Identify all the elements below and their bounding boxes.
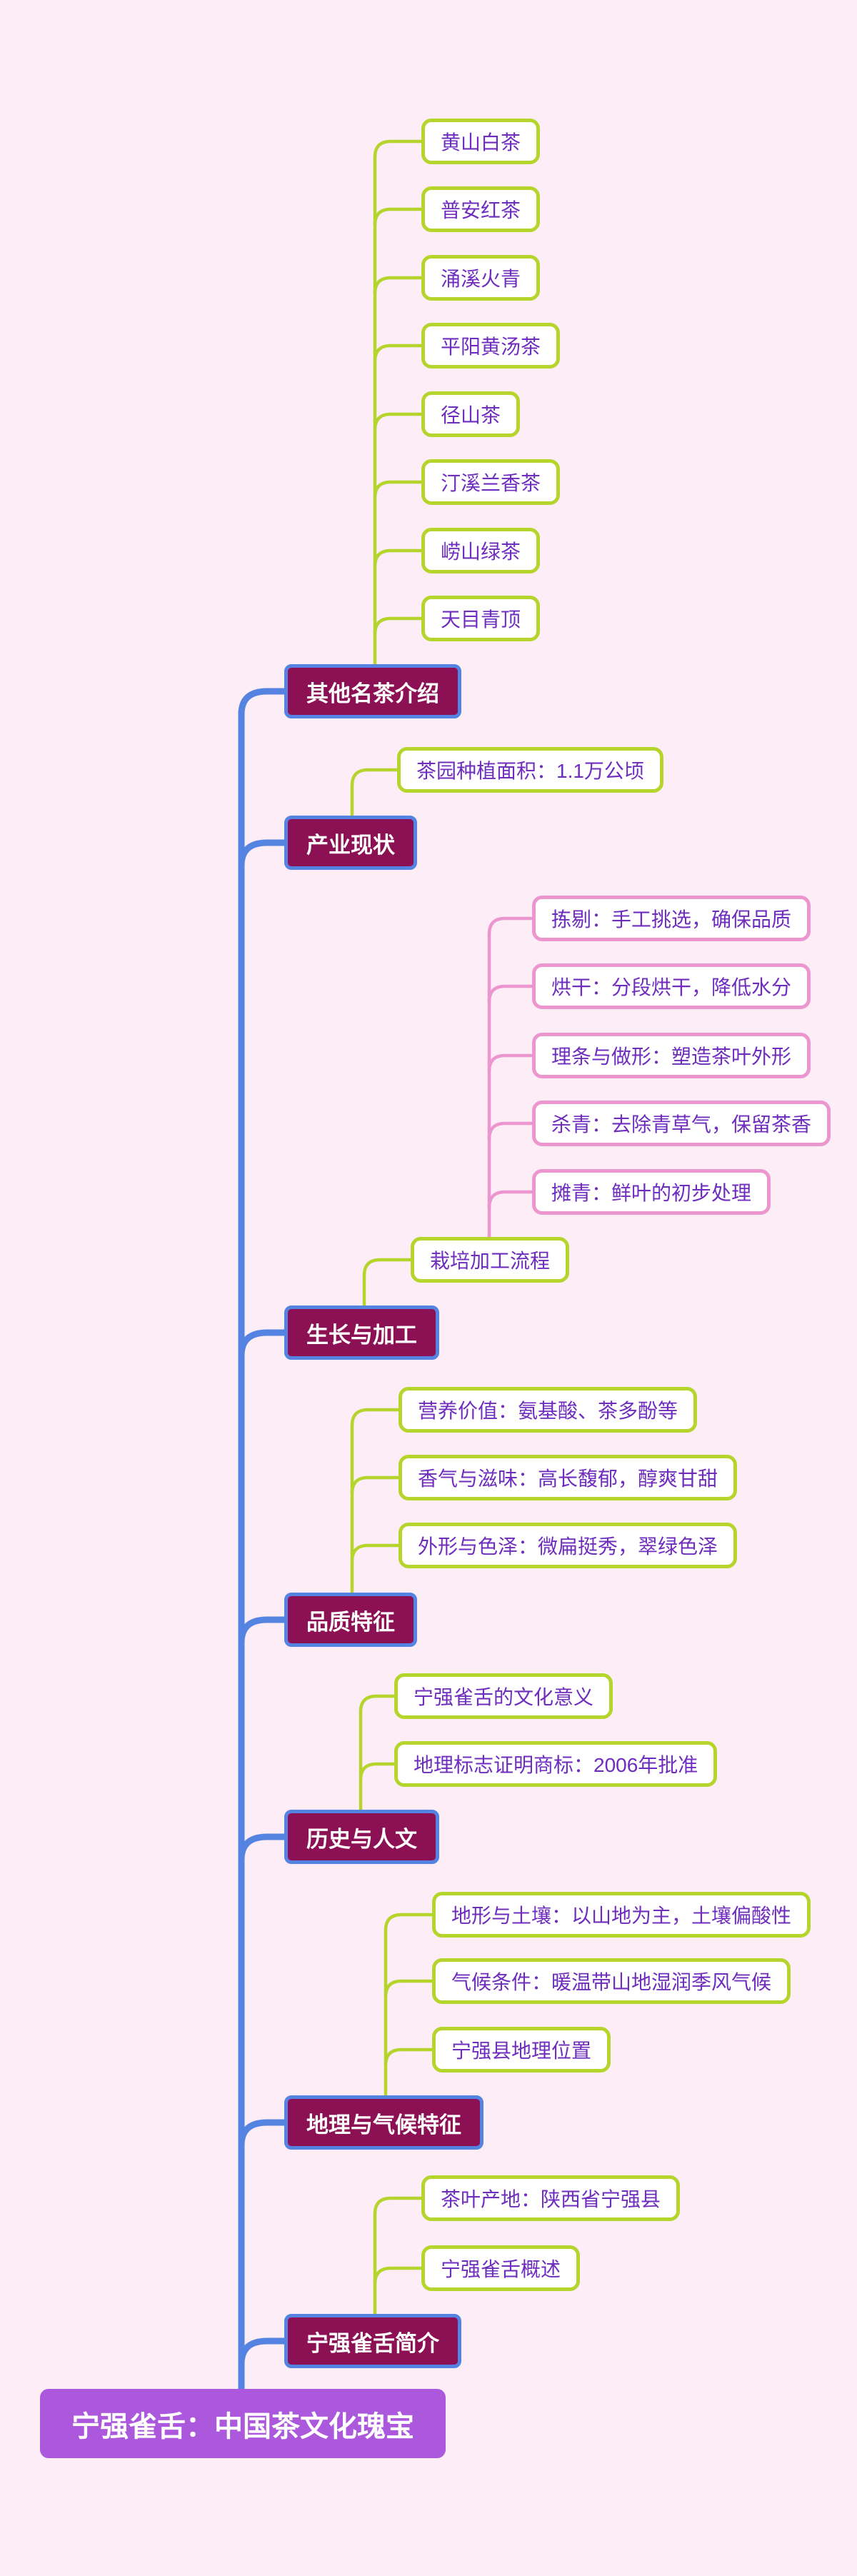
connector-children-history-culture (359, 1694, 394, 1810)
connector-branch-industry-status (238, 839, 287, 866)
leaf-node-fixation[interactable]: 杀青：去除青草气，保留茶香 (532, 1101, 831, 1146)
leaf-node-laoshan-green-tea[interactable]: 崂山绿茶 (421, 528, 541, 573)
connector-child-line (487, 1121, 532, 1140)
leaf-node-shape-color[interactable]: 外形与色泽：微扁挺秀，翠绿色泽 (399, 1523, 738, 1568)
topic-node-quality-features[interactable]: 品质特征 (284, 1593, 417, 1647)
leaf-node-overview[interactable]: 宁强雀舌概述 (421, 2245, 581, 2291)
connector-children-growth-processing (362, 1258, 411, 1305)
connector-branch-growth-processing (238, 1329, 287, 1356)
connector-child-line (487, 916, 532, 935)
connector-child-line (373, 207, 421, 226)
leaf-node-puan-black-tea[interactable]: 普安红茶 (421, 186, 541, 232)
connector-child-line (362, 1258, 411, 1276)
connector-children-other-famous-teas (373, 139, 421, 666)
topic-node-growth-processing[interactable]: 生长与加工 (284, 1305, 439, 1360)
leaf-node-jingshan-tea[interactable]: 径山茶 (421, 391, 521, 437)
leaf-node-spreading[interactable]: 摊青：鲜叶的初步处理 (532, 1169, 771, 1215)
connector-child-line (373, 276, 421, 294)
connector-child-line (487, 984, 532, 1003)
leaf-node-sorting[interactable]: 拣剔：手工挑选，确保品质 (532, 896, 811, 941)
connector-child-line (373, 548, 421, 567)
connector-child-line (373, 2266, 421, 2285)
connector-child-line (384, 1913, 432, 1931)
connector-child-line (373, 139, 421, 158)
connector-trunk-group (238, 688, 287, 2389)
connector-child-line (384, 1979, 432, 1998)
leaf-node-tea-origin[interactable]: 茶叶产地：陕西省宁强县 (421, 2175, 681, 2221)
leaf-node-geo-trademark[interactable]: 地理标志证明商标：2006年批准 (394, 1741, 718, 1787)
leaf-node-plantation-area[interactable]: 茶园种植面积：1.1万公顷 (397, 747, 663, 793)
connector-child-line (373, 616, 421, 635)
connector-child-line (359, 1762, 394, 1780)
connector-branch-history-culture (238, 1833, 287, 1860)
leaf-node-cultivation-process[interactable]: 栽培加工流程 (411, 1237, 570, 1283)
topic-node-geography-climate[interactable]: 地理与气候特征 (284, 2095, 483, 2150)
topic-node-other-famous-teas[interactable]: 其他名茶介绍 (284, 664, 461, 718)
connector-child-line (373, 344, 421, 362)
connector-children-intro (373, 2196, 421, 2314)
leaf-node-terrain-soil[interactable]: 地形与土壤：以山地为主，土壤偏酸性 (432, 1892, 811, 1938)
connector-children-quality-features (350, 1408, 399, 1593)
leaf-node-huangshan-white-tea[interactable]: 黄山白茶 (421, 119, 541, 164)
connector-child-line (350, 1475, 399, 1494)
connector-branch-geography-climate (238, 2119, 287, 2146)
connector-branch-quality-features (238, 1616, 287, 1643)
connector-child-line (487, 1190, 532, 1208)
connector-child-line (350, 1408, 399, 1426)
connector-child-line (487, 1053, 532, 1072)
root-node[interactable]: 宁强雀舌：中国茶文化瑰宝 (40, 2389, 446, 2458)
connector-child-line (373, 480, 421, 498)
connector-child-line (350, 768, 397, 786)
connector-branch-intro (238, 2337, 287, 2365)
connector-child-line (373, 2196, 421, 2215)
topic-node-intro[interactable]: 宁强雀舌简介 (284, 2314, 461, 2368)
leaf-node-tingxi-lanxiang[interactable]: 汀溪兰香茶 (421, 459, 561, 505)
leaf-node-pingyang-huangtang[interactable]: 平阳黄汤茶 (421, 323, 561, 369)
leaf-node-drying[interactable]: 烘干：分段烘干，降低水分 (532, 963, 811, 1009)
connector-child-line (373, 412, 421, 431)
connector-child-line (359, 1694, 394, 1713)
topic-node-history-culture[interactable]: 历史与人文 (284, 1810, 439, 1864)
connector-branch-other-famous-teas (238, 688, 287, 715)
topic-node-industry-status[interactable]: 产业现状 (284, 816, 417, 870)
leaf-node-climate-conditions[interactable]: 气候条件：暖温带山地湿润季风气候 (432, 1958, 791, 2004)
connector-child-line (384, 2048, 432, 2066)
connector-children-industry-status (350, 768, 397, 816)
leaf-node-nutrition-value[interactable]: 营养价值：氨基酸、茶多酚等 (399, 1387, 698, 1433)
leaf-node-aroma-taste[interactable]: 香气与滋味：高长馥郁，醇爽甘甜 (399, 1455, 738, 1500)
leaf-node-cultural-significance[interactable]: 宁强雀舌的文化意义 (394, 1673, 613, 1719)
connector-children-geography-climate (384, 1913, 432, 2095)
leaf-node-county-location[interactable]: 宁强县地理位置 (432, 2027, 611, 2073)
leaf-node-tianmu-qingding[interactable]: 天目青顶 (421, 596, 541, 641)
connector-children-cultivation-process (487, 916, 532, 1237)
connector-child-line (350, 1543, 399, 1562)
leaf-node-yongxi-huoqing[interactable]: 涌溪火青 (421, 255, 541, 301)
leaf-node-shaping[interactable]: 理条与做形：塑造茶叶外形 (532, 1033, 811, 1078)
